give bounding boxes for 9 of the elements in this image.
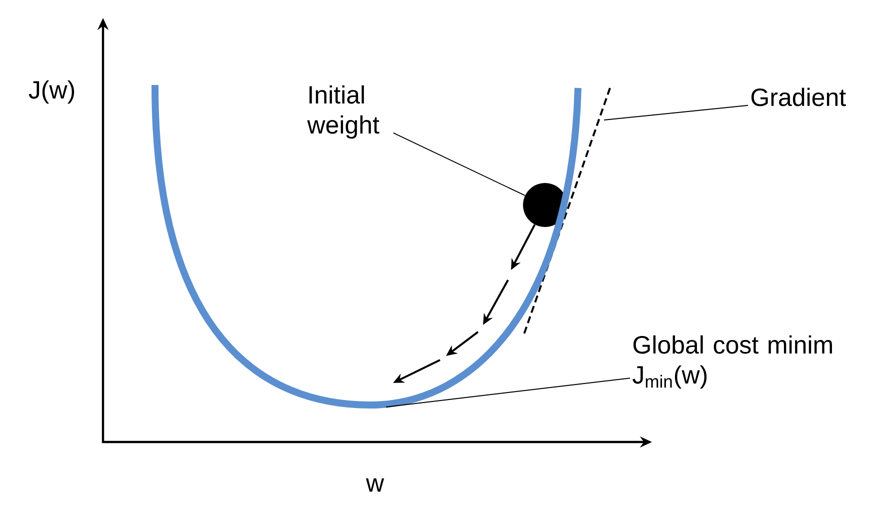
callout-text: Global cost minim J$_{min}$(w) — [632, 335, 832, 389]
leader-line — [386, 378, 630, 408]
ball — [523, 183, 567, 227]
axis-label: w — [366, 478, 384, 492]
callout-text: Gradient — [751, 88, 846, 106]
callout-text: Initial weight — [307, 85, 380, 139]
leader-line — [604, 104, 748, 120]
axis-label: J(w) — [28, 80, 74, 104]
leader-line — [392, 132, 526, 196]
